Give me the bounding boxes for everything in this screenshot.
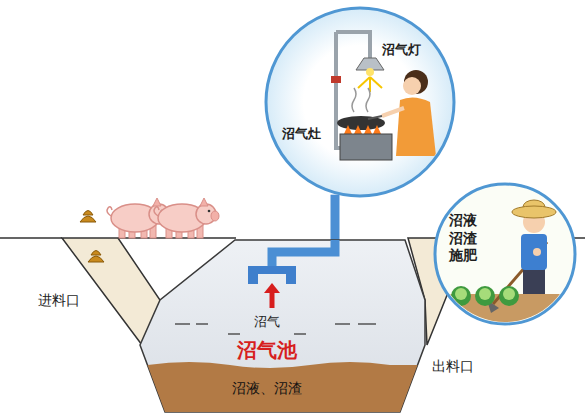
steam [366, 88, 370, 112]
manure-figure [88, 256, 104, 262]
stove-label: 沼气灶 [282, 126, 321, 142]
text-holder: 沼气灶 [282, 126, 321, 142]
cabbage [455, 288, 467, 300]
valve-symbol [331, 76, 341, 83]
slurry-region [148, 362, 418, 412]
circle-shape [264, 6, 456, 198]
cabbage [475, 286, 495, 306]
farmer-scene [433, 200, 577, 326]
gas-dash [228, 333, 240, 335]
flame [364, 125, 372, 134]
inset-circle [266, 8, 454, 196]
gas-pipe [336, 32, 370, 58]
gas-pipe-connector [331, 195, 340, 240]
digester-label: 沼气池 [237, 338, 297, 362]
gas-flow-arrow [264, 283, 280, 293]
straw-hat [512, 206, 556, 218]
woman-arm [382, 108, 404, 116]
outlet-label: 出料口 [432, 358, 474, 375]
spatula [368, 116, 382, 119]
gas-outlet-cap [286, 274, 296, 284]
stove [340, 134, 392, 160]
text-holder: 进料口 [38, 292, 80, 309]
light-ray [358, 77, 370, 88]
gas-dash [196, 323, 208, 325]
light-ray [370, 77, 382, 88]
cabbage [503, 288, 515, 300]
farmer-hand [533, 248, 541, 256]
gas-dash [175, 323, 190, 325]
manure-figure [80, 216, 96, 222]
flame [373, 125, 381, 134]
fertilize-label: 沼液 沼渣 施肥 [449, 212, 483, 265]
gas-dash [358, 323, 376, 325]
steam [352, 88, 356, 112]
woman-body [396, 97, 436, 156]
flame [354, 125, 362, 134]
farmer-legs [523, 268, 545, 294]
text-holder: 沼气池 [237, 338, 297, 362]
lamp-stove-inset: 沼气灯沼气灶 [264, 6, 456, 198]
slurry-label: 沼液、沼渣 [232, 380, 302, 397]
gas-dash [335, 323, 350, 325]
inlet-label: 进料口 [38, 292, 80, 309]
pig-snout [211, 211, 219, 221]
gas-pipe [272, 240, 335, 270]
manure-figure [91, 251, 101, 256]
fertilize-inset: 沼液 沼渣 施肥 [433, 182, 577, 326]
flame [344, 125, 352, 134]
gas-label: 沼气 [254, 314, 280, 330]
farmer-shirt [521, 234, 547, 270]
pig-ear [200, 198, 208, 206]
gas-dash [294, 333, 306, 335]
digester-outline [140, 240, 425, 412]
woman-hair [404, 70, 428, 94]
woman-face [403, 77, 421, 95]
text-holder: 出料口 [432, 358, 474, 375]
text-holder: 沼气灯 [382, 42, 421, 58]
gas-flow-arrow [270, 292, 275, 308]
text-holder: 沼液、沼渣 [232, 380, 302, 397]
lamp-bulb [366, 68, 374, 76]
cabbage [499, 286, 519, 306]
text-holder: 沼气 [254, 314, 280, 330]
digester-tank: 沼气沼气池沼液、沼渣 [130, 240, 430, 412]
pig-figure [154, 198, 219, 238]
inset-circle [435, 184, 575, 324]
gas-outlet-cap [248, 274, 258, 284]
gas-outlet-cap [248, 266, 296, 274]
lamp-label: 沼气灯 [382, 42, 421, 58]
manure-figure [83, 211, 93, 216]
text-holder: 沼液 沼渣 施肥 [449, 212, 483, 265]
cabbage [479, 288, 491, 300]
cabbage [451, 286, 471, 306]
manure-figure [80, 211, 104, 263]
pig-ear [153, 198, 161, 206]
lamp-stove-scene [331, 32, 436, 160]
pig-eye [208, 210, 211, 213]
gas-pipe [336, 32, 340, 148]
